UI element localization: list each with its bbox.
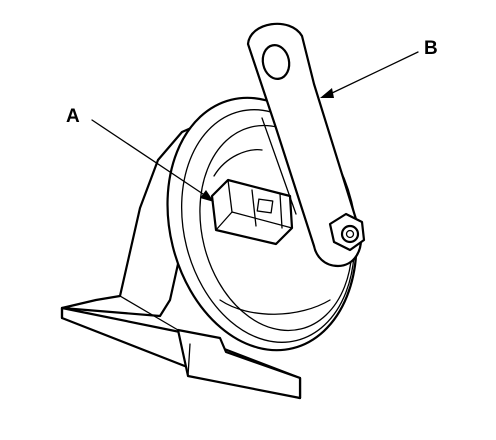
callout-label-a: A (66, 106, 80, 127)
mounting-bracket-arm (246, 22, 362, 268)
callout-label-b: B (424, 38, 438, 59)
leader-line-b (320, 51, 419, 98)
connector-terminal (210, 178, 294, 246)
leader-line-a (91, 119, 214, 202)
mounting-nut (328, 212, 366, 252)
